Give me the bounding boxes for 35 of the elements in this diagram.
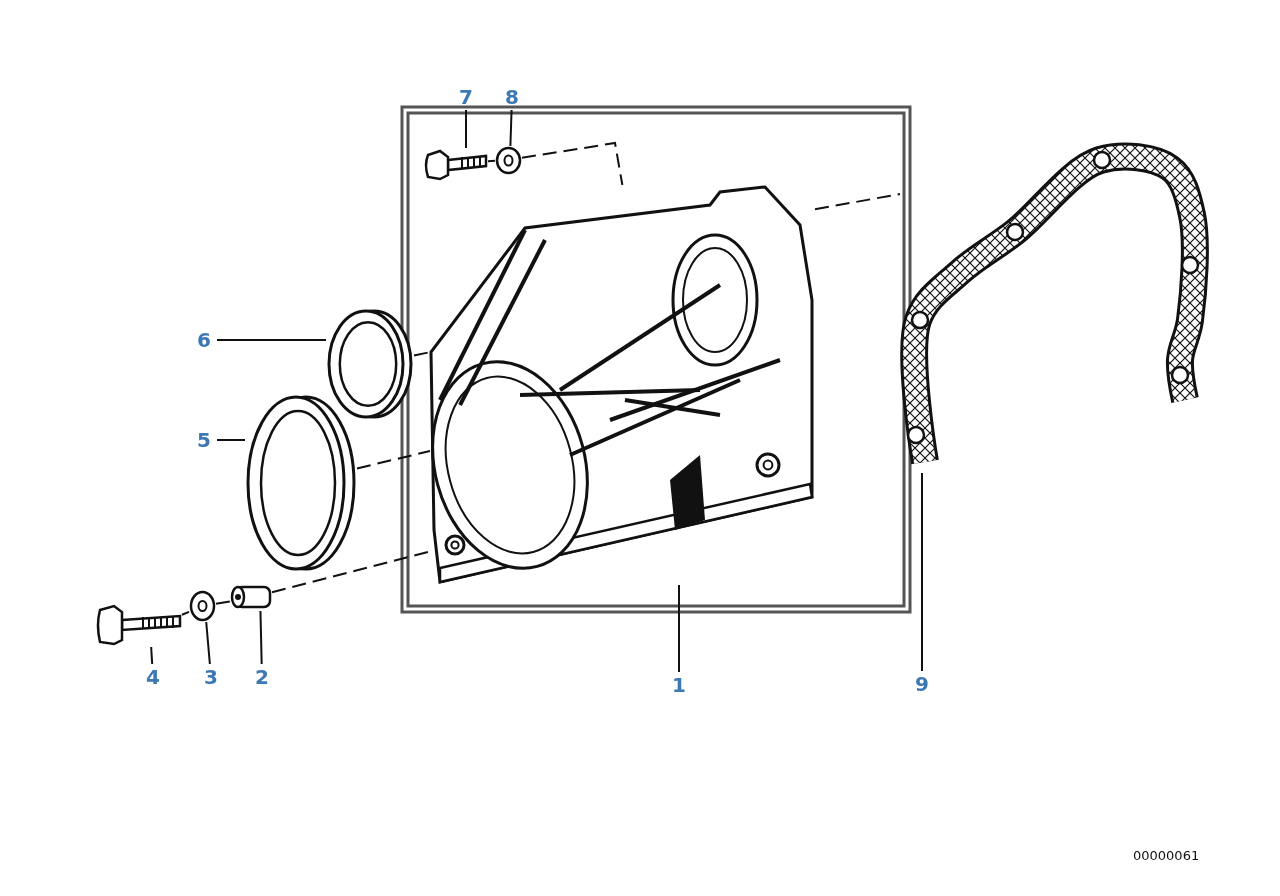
callout-number: 4 — [140, 664, 166, 690]
callout-number: 3 — [198, 664, 224, 690]
leader-line — [921, 472, 923, 672]
seal-ring-drawing — [245, 394, 357, 572]
drawing-number: 00000061 — [1133, 848, 1200, 863]
assembly-line — [356, 450, 431, 470]
callout-number: 6 — [191, 327, 217, 353]
leader-line — [259, 610, 263, 665]
callout-number: 2 — [249, 664, 275, 690]
leader-line — [216, 339, 327, 341]
assembly-line — [271, 550, 431, 594]
seal-ring-drawing — [326, 308, 414, 420]
callout-number: 7 — [453, 84, 479, 110]
callout-number: 9 — [909, 671, 935, 697]
callout-number: 5 — [191, 427, 217, 453]
washer-drawing — [189, 590, 216, 622]
leader-line — [509, 109, 513, 147]
callout-number: 1 — [666, 672, 692, 698]
assembly-line — [487, 159, 496, 163]
leader-line — [150, 646, 154, 665]
leader-line — [465, 109, 467, 149]
sleeve-drawing — [230, 583, 272, 611]
assembly-line — [413, 351, 431, 357]
washer-drawing — [495, 146, 522, 175]
assembly-line — [215, 600, 231, 605]
assembly-line — [814, 193, 901, 211]
leader-line — [205, 621, 211, 665]
assembly-line — [181, 610, 190, 616]
bolt-drawing — [424, 148, 488, 182]
leader-line — [678, 584, 680, 673]
bolt-drawing — [96, 603, 182, 647]
housing-cover-drawing — [430, 185, 815, 585]
assembly-line — [521, 141, 624, 186]
leader-line — [216, 439, 246, 441]
callout-number: 8 — [499, 84, 525, 110]
